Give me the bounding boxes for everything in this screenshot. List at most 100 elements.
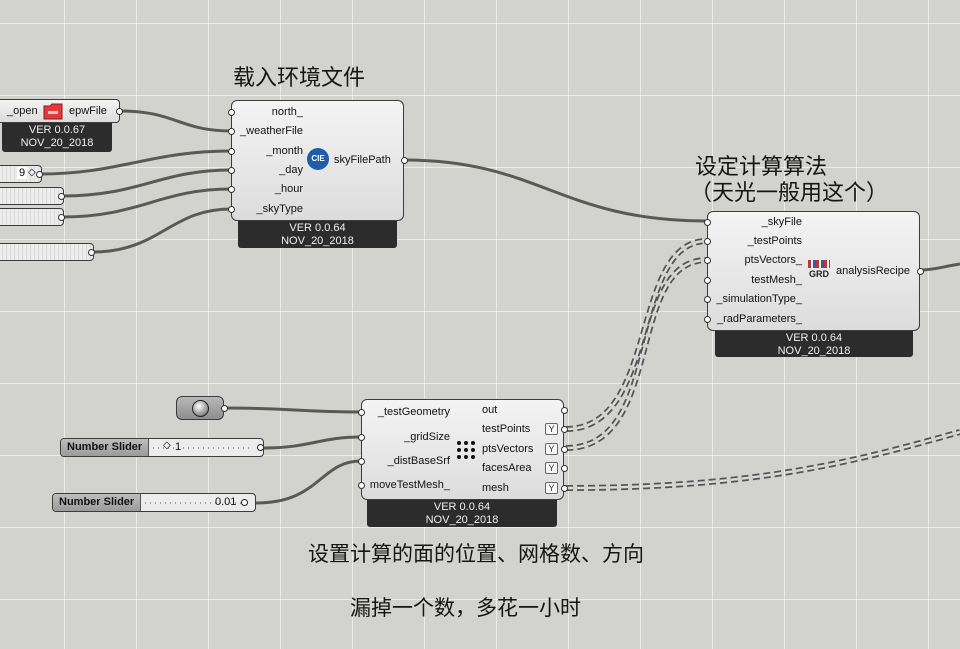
port-movetestmesh[interactable] [358,482,365,489]
caption-note: 漏掉一个数，多花一小时 [350,596,581,620]
geometry-output-port[interactable] [221,405,228,412]
caption-set-surface: 设置计算的面的位置、网格数、方向 [308,542,644,566]
hour-input[interactable] [0,208,65,226]
port-ptsvectors-out[interactable] [561,446,568,453]
diamond-icon: ◇ [28,167,36,178]
wire-recipe-out [919,262,960,272]
input-simulationtype: _simulationType_ [716,293,802,305]
geometry-icon [192,400,209,417]
output-mesh: mesh [482,482,509,494]
month-output-port[interactable] [36,171,43,178]
port-skytype[interactable] [228,206,235,213]
port-out[interactable] [561,407,568,414]
input-distbasesrf: _distBaseSrf [387,455,450,467]
grid-recipe-icon: GRD [808,260,830,282]
wire-mesh [565,429,960,491]
output-skyfilepath: skyFilePath [334,154,391,166]
port-day[interactable] [228,167,235,174]
port-north[interactable] [228,109,235,116]
day-input[interactable] [0,187,65,205]
input-testgeometry: _testGeometry [377,406,450,418]
input-movetestmesh: moveTestMesh_ [369,479,450,491]
wire-geometry [225,406,362,414]
input-skytype: _skyType [256,203,303,215]
input-hour: _hour [274,183,303,195]
wire-skytype [91,207,232,254]
epwfile-output-port[interactable] [116,108,123,115]
skytype-input[interactable] [0,243,95,261]
output-analysisrecipe: analysisRecipe [836,265,910,277]
slider-value: 0.01 [215,496,237,508]
port-testpoints[interactable] [704,238,711,245]
number-slider-distbase[interactable]: Number Slider 0.01 [52,493,256,512]
port-distbasesrf[interactable] [358,458,365,465]
graft-badge-icon: Y [545,423,558,435]
cie-sky-icon: CIE [307,148,329,170]
output-out: out [482,404,498,416]
input-month: _month [266,145,303,157]
wire-ptsvectors [565,257,708,451]
geometry-param[interactable] [176,396,228,420]
annotation-set-algo-note: （天光一般用这个） [690,181,889,206]
slider-output-port[interactable] [257,444,263,451]
graft-badge-icon: Y [545,462,558,474]
diamond-icon: ◇ [163,440,171,451]
input-day: _day [279,164,303,176]
wire-distbase [255,459,362,505]
port-testgeometry[interactable] [358,409,365,416]
slider-output-port[interactable] [241,499,248,506]
skytype-output-port[interactable] [88,249,95,256]
test-points-component[interactable]: _testGeometry _gridSize _distBaseSrf mov… [358,399,568,500]
slider-label: Number Slider [61,439,150,456]
output-facesarea: facesArea [482,462,532,474]
folder-icon [43,103,63,120]
hour-output-port[interactable] [58,214,65,221]
port-hour[interactable] [228,186,235,193]
input-gridsize: _gridSize [404,431,450,443]
output-ptsvectors: ptsVectors [482,443,534,455]
slider-label: Number Slider [53,494,142,511]
input-testpoints: _testPoints [747,235,802,247]
graft-badge-icon: Y [545,443,558,455]
port-skyfile[interactable] [704,219,711,226]
slider-value: 1 [175,441,182,453]
annotation-load-env: 载入环境文件 [233,66,366,91]
port-testmesh[interactable] [704,277,711,284]
port-skyfilepath[interactable] [401,157,408,164]
graft-badge-icon: Y [545,482,558,494]
wire-skyfile [403,158,708,223]
input-testmesh: testMesh_ [751,274,802,286]
input-north: north_ [271,106,303,118]
month-input[interactable]: 9 ◇ [0,165,43,183]
wire-epw-to-weatherfile [120,109,232,133]
port-weatherfile[interactable] [228,128,235,135]
output-testpoints: testPoints [482,423,531,435]
port-month[interactable] [228,148,235,155]
input-ptsvectors: ptsVectors_ [744,254,802,266]
port-gridsize[interactable] [358,434,365,441]
input-radparameters: _radParameters_ [717,313,802,325]
input-weatherfile: _weatherFile [240,125,303,137]
open-label: _open [7,105,38,117]
sky-component[interactable]: north_ _weatherFile _month _day _hour _s… [228,100,408,221]
port-testpoints-out[interactable] [561,426,568,433]
port-mesh-out[interactable] [561,485,568,492]
open-epw-component[interactable]: _open epwFile [0,99,123,123]
port-simulationtype[interactable] [704,296,711,303]
annotation-set-algo: 设定计算算法 [695,155,828,180]
grid-recipe-component[interactable]: _skyFile _testPoints ptsVectors_ testMes… [704,211,924,331]
wire-gridsize [263,435,362,450]
port-ptsvectors[interactable] [704,257,711,264]
number-slider-gridsize[interactable]: Number Slider ◇ 1 [60,438,264,457]
port-radparameters[interactable] [704,316,711,323]
wire-hour [61,187,232,219]
grid-dots-icon [457,441,475,459]
port-facesarea-out[interactable] [561,465,568,472]
port-analysisrecipe[interactable] [917,268,924,275]
day-output-port[interactable] [58,193,65,200]
